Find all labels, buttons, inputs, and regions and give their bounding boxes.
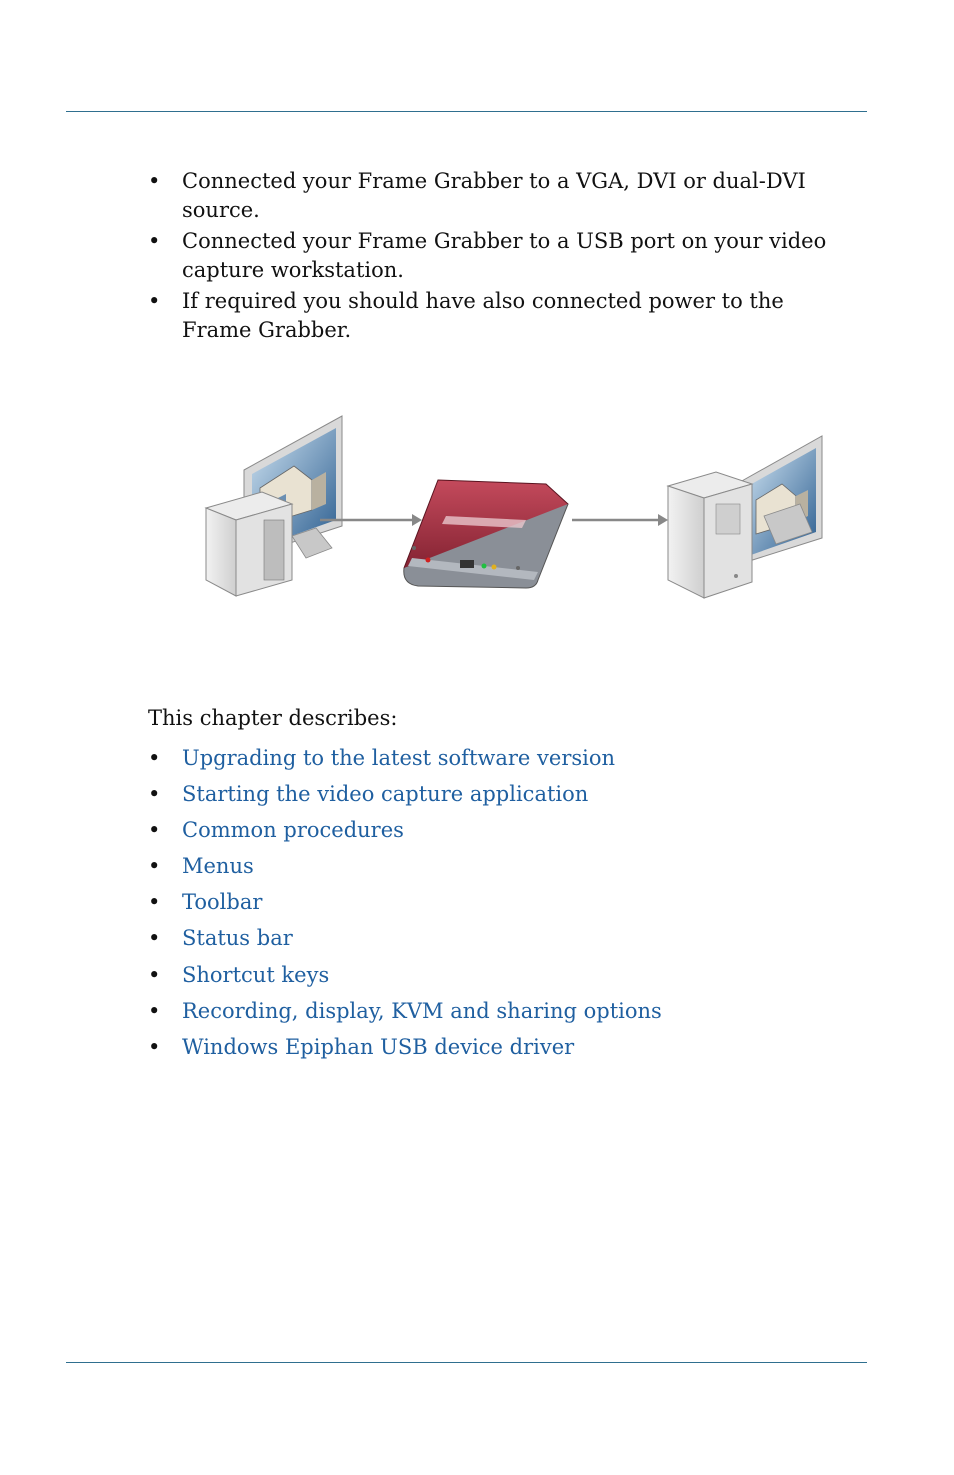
- bullet-glyph: •: [148, 289, 161, 313]
- link-starting-application[interactable]: Starting the video capture application: [182, 782, 589, 807]
- bullet-glyph: •: [148, 746, 161, 770]
- link-common-procedures[interactable]: Common procedures: [182, 818, 404, 843]
- link-toolbar[interactable]: Toolbar: [182, 890, 263, 915]
- frame-grabber-device-icon: [403, 479, 569, 589]
- arrow-right-icon: [572, 514, 668, 526]
- link-status-bar[interactable]: Status bar: [182, 926, 293, 951]
- list-item-text: Connected your Frame Grabber to a VGA, D…: [182, 169, 806, 222]
- list-item: • Upgrading to the latest software versio…: [148, 744, 662, 780]
- bullet-glyph: •: [148, 818, 161, 843]
- arrow-right-icon: [320, 514, 422, 526]
- link-recording-options[interactable]: Recording, display, KVM and sharing opti…: [182, 998, 662, 1023]
- list-item: • Status bar: [148, 924, 662, 960]
- bullet-glyph: •: [148, 926, 161, 951]
- bullet-glyph: •: [148, 998, 161, 1023]
- list-item-text: Connected your Frame Grabber to a USB po…: [182, 229, 827, 282]
- chapter-intro: This chapter describes:: [148, 706, 398, 730]
- list-item: • Shortcut keys: [148, 961, 662, 997]
- list-item: • Toolbar: [148, 888, 662, 924]
- header-rule: [66, 111, 867, 112]
- link-upgrading-software[interactable]: Upgrading to the latest software version: [182, 746, 616, 770]
- list-item: • Recording, display, KVM and sharing opt…: [148, 997, 662, 1033]
- list-item: • Windows Epiphan USB device driver: [148, 1033, 662, 1069]
- source-computer-icon: [204, 415, 343, 597]
- bullet-glyph: •: [148, 854, 161, 879]
- link-windows-driver[interactable]: Windows Epiphan USB device driver: [182, 1034, 575, 1059]
- link-menus[interactable]: Menus: [182, 854, 254, 879]
- list-item: • Common procedures: [148, 816, 662, 852]
- bullet-glyph: •: [148, 229, 161, 253]
- connection-diagram: [204, 415, 823, 599]
- list-item: • Menus: [148, 852, 662, 888]
- bullet-glyph: •: [148, 169, 161, 193]
- bullet-glyph: •: [148, 1034, 161, 1059]
- bullet-glyph: •: [148, 890, 161, 915]
- bullet-glyph: •: [148, 782, 161, 807]
- list-item: • Connected your Frame Grabber to a VGA, …: [148, 167, 848, 225]
- list-item: • If required you should have also connec…: [148, 287, 848, 345]
- link-shortcut-keys[interactable]: Shortcut keys: [182, 962, 330, 987]
- capture-workstation-icon: [666, 435, 823, 599]
- bullet-glyph: •: [148, 962, 161, 987]
- list-item-text: If required you should have also connect…: [182, 289, 784, 342]
- list-item: • Starting the video capture application: [148, 780, 662, 816]
- footer-rule: [66, 1362, 867, 1363]
- list-item: • Connected your Frame Grabber to a USB p…: [148, 227, 848, 285]
- chapter-contents-list: • Upgrading to the latest software versio…: [148, 744, 662, 1069]
- prerequisite-list: • Connected your Frame Grabber to a VGA, …: [148, 167, 848, 347]
